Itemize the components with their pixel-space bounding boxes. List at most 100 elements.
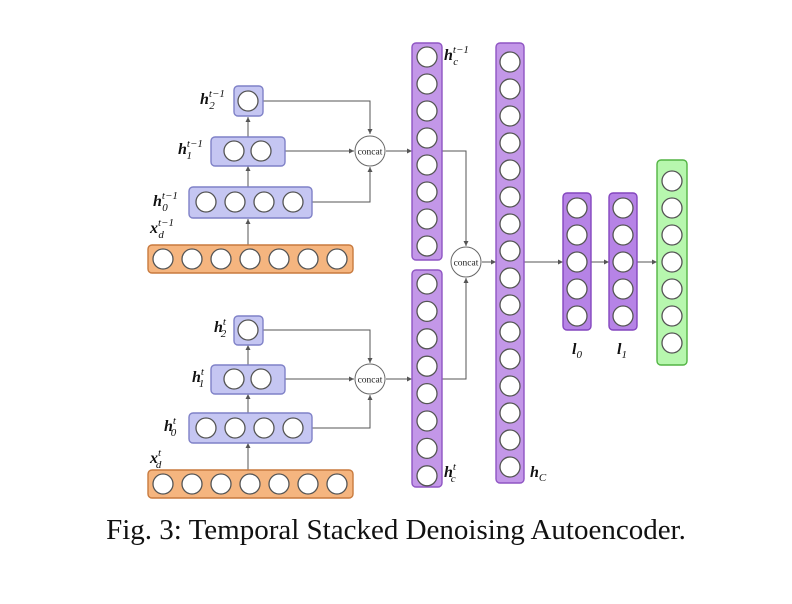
hc-layer-neuron (499, 78, 521, 100)
hc-layer-neuron (499, 105, 521, 127)
hc-layer-neuron (499, 159, 521, 181)
hc-layer-neuron (499, 294, 521, 316)
output-layer-neuron (661, 197, 683, 219)
hc-cur-layer-neuron (416, 328, 438, 350)
h0-prev-layer-neuron (282, 191, 304, 213)
hc-prev-layer-neuron (416, 208, 438, 230)
label-l0: l0 (572, 341, 582, 361)
h0-cur-layer-neuron (282, 417, 304, 439)
hc-prev-layer-neuron (416, 46, 438, 68)
xd-cur-layer-neuron (210, 473, 232, 495)
h1-prev-layer-neuron (223, 140, 245, 162)
output-layer-neuron (661, 278, 683, 300)
hc-layer-neuron (499, 132, 521, 154)
output-layer-neuron (661, 305, 683, 327)
l1-layer-neuron (612, 278, 634, 300)
output-layer-neuron (661, 224, 683, 246)
h1-prev-layer-neuron (250, 140, 272, 162)
h0-cur-layer (188, 412, 313, 444)
xd-prev-layer-neuron (181, 248, 203, 270)
h2-prev-layer (233, 85, 264, 117)
hc-prev-layer-neuron (416, 100, 438, 122)
hc-cur-layer-neuron (416, 355, 438, 377)
l1-layer-neuron (612, 197, 634, 219)
hc-cur-layer-neuron (416, 300, 438, 323)
h1-cur-layer-box (210, 364, 286, 395)
label-hc: hC (530, 464, 547, 484)
hc-layer-neuron (499, 456, 521, 478)
l1-layer-neuron (612, 251, 634, 273)
xd-cur-layer-neuron (181, 473, 203, 495)
concat-cur: concat (354, 363, 386, 395)
edge-h2prev-concat (263, 100, 373, 134)
output-layer-neuron (661, 332, 683, 354)
h0-prev-layer-box (188, 186, 313, 219)
l0-layer-neuron (566, 251, 588, 273)
hc-layer (495, 42, 525, 484)
h1-cur-layer (210, 364, 286, 395)
xd-prev-layer-neuron (239, 248, 261, 270)
h0-prev-layer (188, 186, 313, 219)
hc-cur-layer-box (411, 269, 443, 488)
h2-prev-layer-neuron (237, 90, 259, 112)
hc-layer-neuron (499, 375, 521, 397)
concat-prev: concat (354, 135, 386, 167)
hc-layer-neuron (499, 267, 521, 289)
edge-hccur-concat (442, 278, 469, 380)
h2-cur-layer-neuron (237, 319, 259, 341)
xd-cur-layer-neuron (239, 473, 261, 495)
h0-prev-layer-neuron (195, 191, 217, 213)
hc-layer-neuron (499, 321, 521, 343)
h0-prev-layer-neuron (224, 191, 246, 213)
hc-cur-layer (411, 269, 443, 488)
h0-cur-layer-neuron (195, 417, 217, 439)
hc-layer-neuron (499, 429, 521, 451)
hc-cur-layer-neuron (416, 382, 438, 405)
hc-layer-neuron (499, 213, 521, 235)
hc-prev-layer-box (411, 42, 443, 261)
edge-h0prev-concat (312, 167, 373, 203)
h1-cur-layer-neuron (223, 368, 245, 390)
output-layer-neuron (661, 170, 683, 192)
concat-merge-label: concat (454, 259, 479, 269)
xd-prev-layer (147, 244, 354, 274)
hc-prev-layer-neuron (416, 235, 438, 257)
hc-prev-layer (411, 42, 443, 261)
h1-cur-layer-neuron (250, 368, 272, 390)
hc-layer-neuron (499, 51, 521, 73)
xd-cur-layer-neuron (326, 473, 348, 495)
hc-layer-neuron (499, 348, 521, 370)
l0-layer-neuron (566, 305, 588, 327)
hc-layer-neuron (499, 402, 521, 424)
h1-prev-layer (210, 136, 286, 167)
hc-cur-layer-neuron (416, 410, 438, 432)
concat-merge: concat (450, 246, 482, 278)
concat-prev-label: concat (358, 148, 383, 158)
concat-cur-circle (354, 363, 386, 395)
edge-h2cur-concat (263, 329, 373, 363)
concat-cur-label: concat (358, 376, 383, 386)
l1-layer-neuron (612, 305, 634, 327)
hc-prev-layer-neuron (416, 127, 438, 149)
xd-prev-layer-neuron (297, 248, 319, 270)
output-layer-neuron (661, 251, 683, 273)
xd-prev-layer-neuron (326, 248, 348, 270)
xd-cur-layer-neuron (152, 473, 174, 495)
l1-layer (608, 192, 638, 331)
xd-prev-layer-neuron (152, 248, 174, 270)
hc-layer-box (495, 42, 525, 484)
edge-hcprev-concat (442, 150, 469, 246)
l0-layer-neuron (566, 278, 588, 300)
output-layer (656, 159, 688, 366)
figure-caption: Fig. 3: Temporal Stacked Denoising Autoe… (106, 514, 686, 546)
